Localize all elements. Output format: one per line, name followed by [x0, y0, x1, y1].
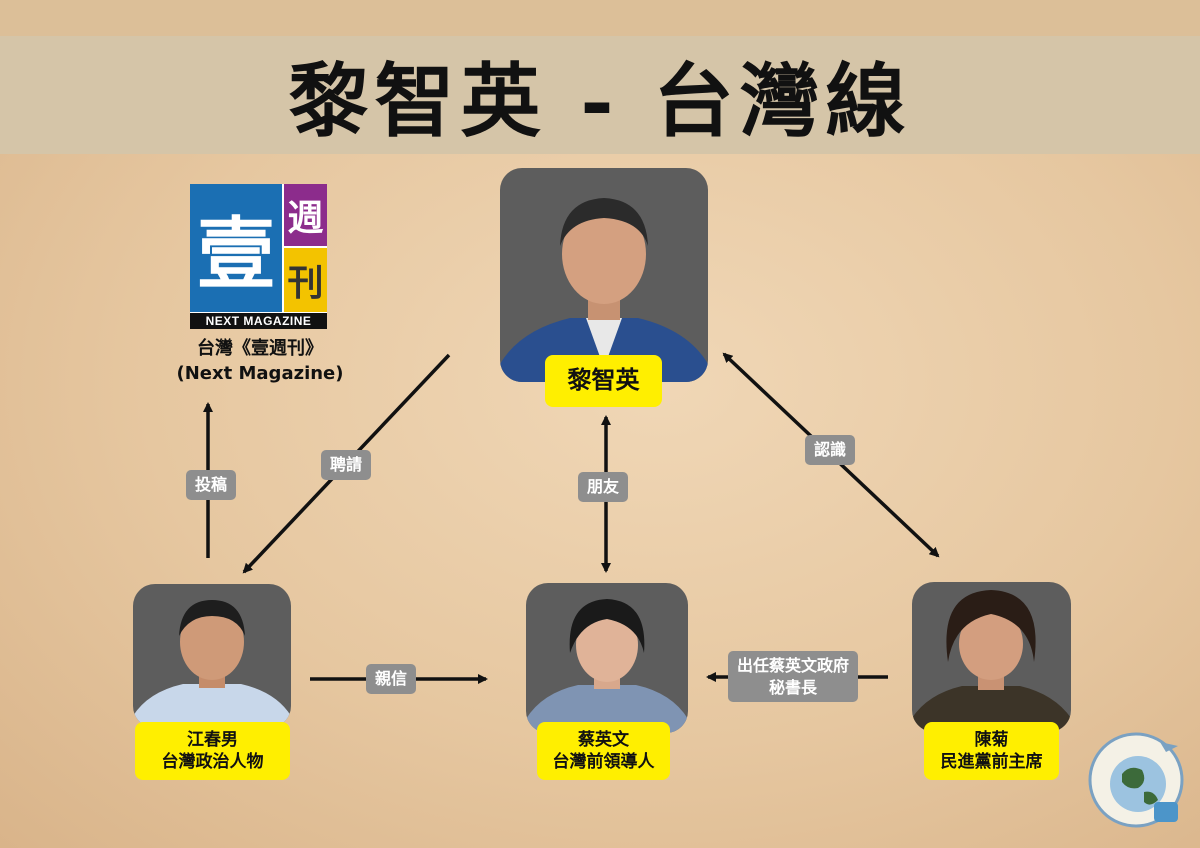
edge-label-confidant: 親信	[366, 664, 417, 694]
person-silhouette-icon	[133, 600, 291, 728]
edge-label-secretary: 出任蔡英文政府 秘書長	[728, 651, 859, 703]
chiang-role: 台灣政治人物	[161, 752, 264, 772]
logo-side-char-2: 刊	[284, 248, 327, 312]
jimmy-lai-name-tag: 黎智英	[545, 355, 662, 407]
edge-label-secretary-line1: 出任蔡英文政府	[737, 656, 850, 675]
logo-main-char: 壹	[190, 184, 282, 312]
publication-caption-line2: (Next Magazine)	[176, 363, 344, 385]
top-band	[0, 0, 1200, 36]
publication-caption-line1: 台灣《壹週刊》	[197, 338, 323, 359]
chen-name: 陳菊	[974, 729, 1009, 750]
tsai-photo	[526, 583, 688, 733]
edge-label-know: 認識	[805, 435, 856, 465]
jimmy-lai-name: 黎智英	[567, 366, 640, 395]
edge-label-hire: 聘請	[321, 450, 372, 480]
person-silhouette-icon	[526, 599, 688, 733]
title-band: 黎智英 - 台灣線	[0, 36, 1200, 154]
logo-text: NEXT MAGAZINE	[190, 313, 327, 329]
tsai-name: 蔡英文	[578, 729, 629, 750]
edge-label-submit: 投稿	[186, 470, 237, 500]
publication-caption: 台灣《壹週刊》 (Next Magazine)	[160, 336, 360, 386]
chen-name-tag: 陳菊 民進黨前主席	[924, 722, 1059, 780]
chiang-name-tag: 江春男 台灣政治人物	[135, 722, 290, 780]
next-magazine-logo: 壹 週 刊 NEXT MAGAZINE	[190, 184, 327, 329]
tsai-name-tag: 蔡英文 台灣前領導人	[537, 722, 670, 780]
tsai-role: 台灣前領導人	[552, 752, 655, 772]
edge-label-secretary-line2: 秘書長	[769, 677, 818, 697]
diagram-title: 黎智英 - 台灣線	[288, 54, 912, 148]
chen-role: 民進黨前主席	[940, 752, 1043, 772]
person-silhouette-icon	[912, 590, 1071, 732]
chiang-photo	[133, 584, 291, 728]
chiang-name: 江春男	[187, 729, 238, 750]
wehkban-badge-logo	[1088, 732, 1184, 828]
logo-side-char-1: 週	[284, 184, 327, 246]
edge-label-friend: 朋友	[578, 472, 629, 502]
chen-photo	[912, 582, 1071, 732]
